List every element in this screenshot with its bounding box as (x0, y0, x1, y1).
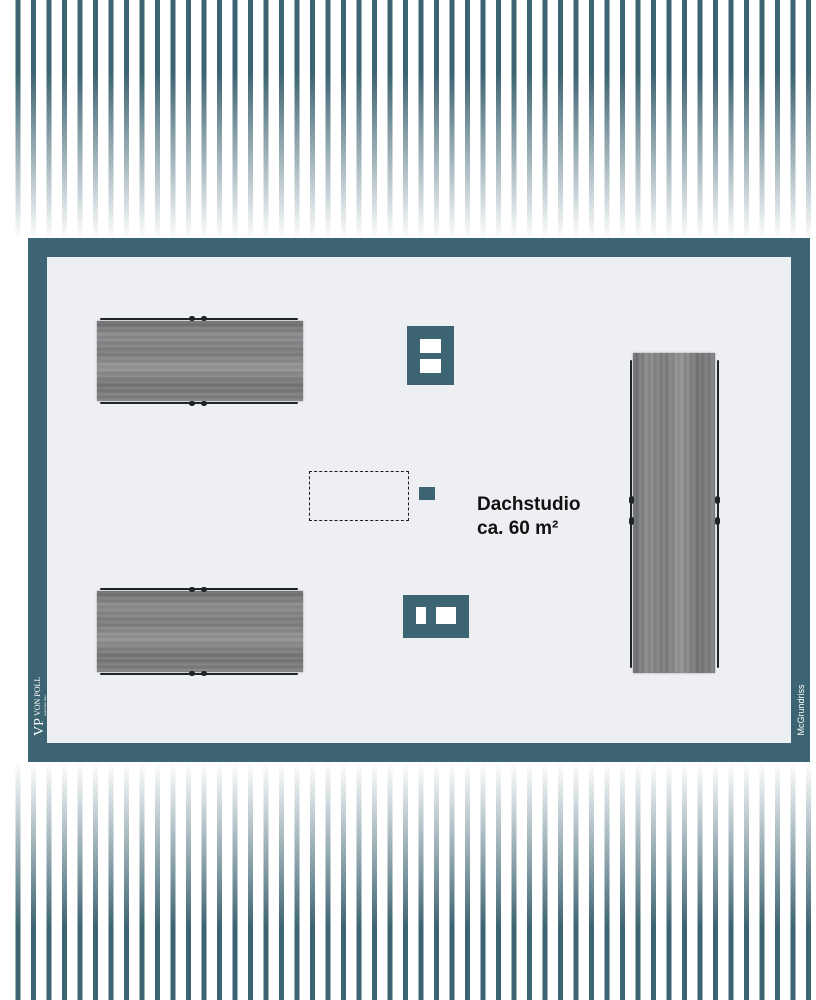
stair-opening-icon (309, 471, 409, 521)
room-area: ca. 60 m² (477, 518, 559, 539)
skylight-icon (97, 321, 303, 401)
window-icon (403, 595, 469, 638)
hinge-icon (715, 496, 720, 504)
room-label: Dachstudio ca. 60 m² (477, 493, 580, 541)
hinge-icon (715, 517, 720, 525)
window-icon (407, 326, 454, 385)
hinge-icon (189, 671, 195, 676)
credit-text: McGrundriss (796, 684, 806, 736)
skylight-rail (100, 402, 298, 404)
hinge-icon (201, 671, 207, 676)
page-edge (0, 0, 8, 1000)
hinge-icon (201, 401, 207, 406)
hinge-icon (201, 587, 207, 592)
brand-logo: VP VON POLL IMMOBILIEN (30, 652, 46, 736)
hinge-icon (629, 496, 634, 504)
hinge-icon (189, 587, 195, 592)
skylight-rail (100, 318, 298, 320)
window-pane (416, 607, 426, 624)
hinge-icon (629, 517, 634, 525)
svg-text:IMMOBILIEN: IMMOBILIEN (44, 695, 46, 716)
room-name: Dachstudio (477, 494, 581, 515)
skylight-rail (100, 673, 298, 675)
skylight-rail (630, 360, 632, 668)
svg-text:VP: VP (32, 718, 46, 736)
plan-credit: McGrundriss (795, 680, 807, 740)
skylight-icon (97, 591, 303, 672)
decorative-stripes-top (0, 0, 816, 240)
window-pane (420, 339, 441, 353)
hinge-icon (189, 401, 195, 406)
hinge-icon (201, 316, 207, 321)
skylight-icon (633, 353, 715, 673)
decorative-stripes-bottom (0, 762, 816, 1000)
skylight-rail (717, 360, 719, 668)
window-pane (420, 359, 441, 373)
skylight-rail (100, 588, 298, 590)
svg-text:VON POLL: VON POLL (33, 677, 42, 716)
window-pane (436, 607, 456, 624)
von-poll-logo-icon: VP VON POLL IMMOBILIEN (32, 677, 46, 736)
chimney-icon (419, 487, 435, 500)
hinge-icon (189, 316, 195, 321)
